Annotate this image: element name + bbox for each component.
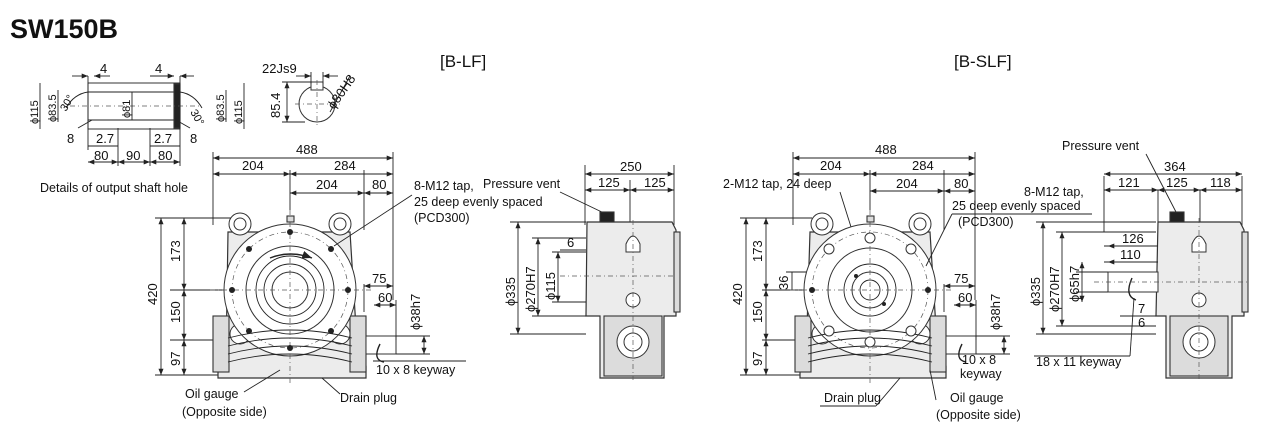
rs-side-view: Pressure vent 364 121 125 118 8-M12 tap,… (925, 139, 1250, 380)
dim-d835-right: ϕ83.5 (215, 94, 227, 122)
lf-dim-488: 488 (296, 142, 318, 157)
lf-front-view: 488 204 284 204 80 420 173 150 97 (145, 142, 543, 419)
ls-dim-d335: ϕ335 (503, 277, 518, 306)
rf-tap2-label: 2-M12 tap, 24 deep (723, 177, 831, 191)
dim-27-right: 2.7 (154, 131, 172, 146)
model-title: SW150B (10, 14, 118, 44)
keyway-height: 85.4 (268, 93, 283, 118)
lf-dim-204b: 204 (316, 177, 338, 192)
rf-dim-80: 80 (954, 176, 968, 191)
rf-oil-gauge-note: (Opposite side) (936, 408, 1021, 422)
rf-dim-d38: ϕ38h7 (988, 294, 1003, 330)
rf-dim-97: 97 (750, 352, 765, 366)
keyway-width: 22Js9 (262, 61, 297, 76)
ls-dim-250: 250 (620, 159, 642, 174)
rs-dim-125: 125 (1166, 175, 1188, 190)
rs-tap-line3: (PCD300) (958, 215, 1014, 229)
rs-tap-line1: 8-M12 tap, (1024, 185, 1084, 199)
dim-90: 90 (126, 148, 140, 163)
dim-d115-left: ϕ115 (29, 100, 41, 124)
lf-oil-gauge-note: (Opposite side) (182, 405, 267, 419)
rf-dim-488: 488 (875, 142, 897, 157)
lf-dim-75: 75 (372, 271, 386, 286)
dim-80-right: 80 (158, 148, 172, 163)
lf-drain-plug: Drain plug (340, 391, 397, 405)
view-label-b-slf: [B-SLF] (954, 52, 1012, 71)
rs-dim-d335: ϕ335 (1028, 277, 1043, 306)
lf-tap-line2: 25 deep evenly spaced (414, 195, 543, 209)
dim-27-left: 2.7 (96, 131, 114, 146)
shaft-hole-detail: 4 4 ϕ115 ϕ83.5 ϕ81 ϕ83.5 ϕ115 30° 30° 2.… (29, 61, 245, 195)
lf-dim-150: 150 (168, 301, 183, 323)
rf-dim-75: 75 (954, 271, 968, 286)
rf-keyway-line2: keyway (960, 367, 1002, 381)
ls-dim-125b: 125 (644, 175, 666, 190)
rs-dim-364: 364 (1164, 159, 1186, 174)
rs-dim-121: 121 (1118, 175, 1140, 190)
dim-8-left: 8 (67, 131, 74, 146)
rf-dim-150: 150 (750, 301, 765, 323)
rf-dim-284: 284 (912, 158, 934, 173)
ls-dim-d115: ϕ115 (543, 272, 558, 300)
rf-dim-36: 36 (776, 276, 791, 290)
dim-d835-left: ϕ83.5 (47, 94, 59, 122)
rs-keyway-label: 18 x 11 keyway (1036, 355, 1122, 369)
rs-tap-line2: 25 deep evenly spaced (952, 199, 1081, 213)
dim-80-left: 80 (94, 148, 108, 163)
rf-dim-204b: 204 (896, 176, 918, 191)
view-label-b-lf: [B-LF] (440, 52, 486, 71)
lf-dim-420: 420 (145, 283, 160, 305)
angle-30-left: 30° (58, 93, 77, 113)
dim-d81: ϕ81 (121, 100, 133, 118)
rf-dim-420: 420 (730, 283, 745, 305)
rs-dim-d270: ϕ270H7 (1047, 266, 1062, 312)
dim-d115-right: ϕ115 (233, 100, 245, 124)
ls-dim-6: 6 (567, 235, 574, 250)
lf-dim-d38: ϕ38h7 (408, 294, 423, 330)
shaft-detail-caption: Details of output shaft hole (40, 181, 188, 195)
rf-keyway-line1: 10 x 8 (962, 353, 996, 367)
rf-oil-gauge: Oil gauge (950, 391, 1004, 405)
rf-front-view: 488 204 284 204 80 2-M12 tap, 24 deep 42… (723, 142, 1021, 422)
angle-30-right: 30° (187, 108, 206, 128)
rs-dim-126: 126 (1122, 231, 1144, 246)
lf-dim-80: 80 (372, 177, 386, 192)
lf-dim-204a: 204 (242, 158, 264, 173)
ls-dim-125a: 125 (598, 175, 620, 190)
lf-dim-60: 60 (378, 290, 392, 305)
rs-dim-118: 118 (1210, 175, 1231, 190)
rs-dim-6: 6 (1138, 315, 1145, 330)
rf-dim-204a: 204 (820, 158, 842, 173)
rf-dim-173: 173 (750, 240, 765, 262)
lf-oil-gauge: Oil gauge (185, 387, 239, 401)
lf-keyway-label: 10 x 8 keyway (376, 363, 456, 377)
lf-dim-173: 173 (168, 240, 183, 262)
lf-tap-line3: (PCD300) (414, 211, 470, 225)
rs-dim-110: 110 (1120, 247, 1141, 262)
rs-pressure-vent: Pressure vent (1062, 139, 1140, 153)
rf-dim-60: 60 (958, 290, 972, 305)
lf-dim-97: 97 (168, 352, 183, 366)
ls-dim-d270: ϕ270H7 (523, 266, 538, 312)
lf-side-view: 250 125 125 Pressure vent ϕ335 ϕ270H7 ϕ1… (483, 159, 681, 380)
rf-drain-plug: Drain plug (824, 391, 881, 405)
dim-4-left: 4 (100, 61, 107, 76)
ls-pressure-vent: Pressure vent (483, 177, 561, 191)
lf-tap-line1: 8-M12 tap, (414, 179, 474, 193)
rs-dim-d65: ϕ65h7 (1067, 266, 1082, 302)
lf-dim-284: 284 (334, 158, 356, 173)
keyway-detail: 22Js9 85.4 ϕ80H8 (262, 61, 358, 126)
dim-8-right: 8 (190, 131, 197, 146)
rs-dim-7: 7 (1138, 301, 1145, 316)
dim-4-right: 4 (155, 61, 162, 76)
